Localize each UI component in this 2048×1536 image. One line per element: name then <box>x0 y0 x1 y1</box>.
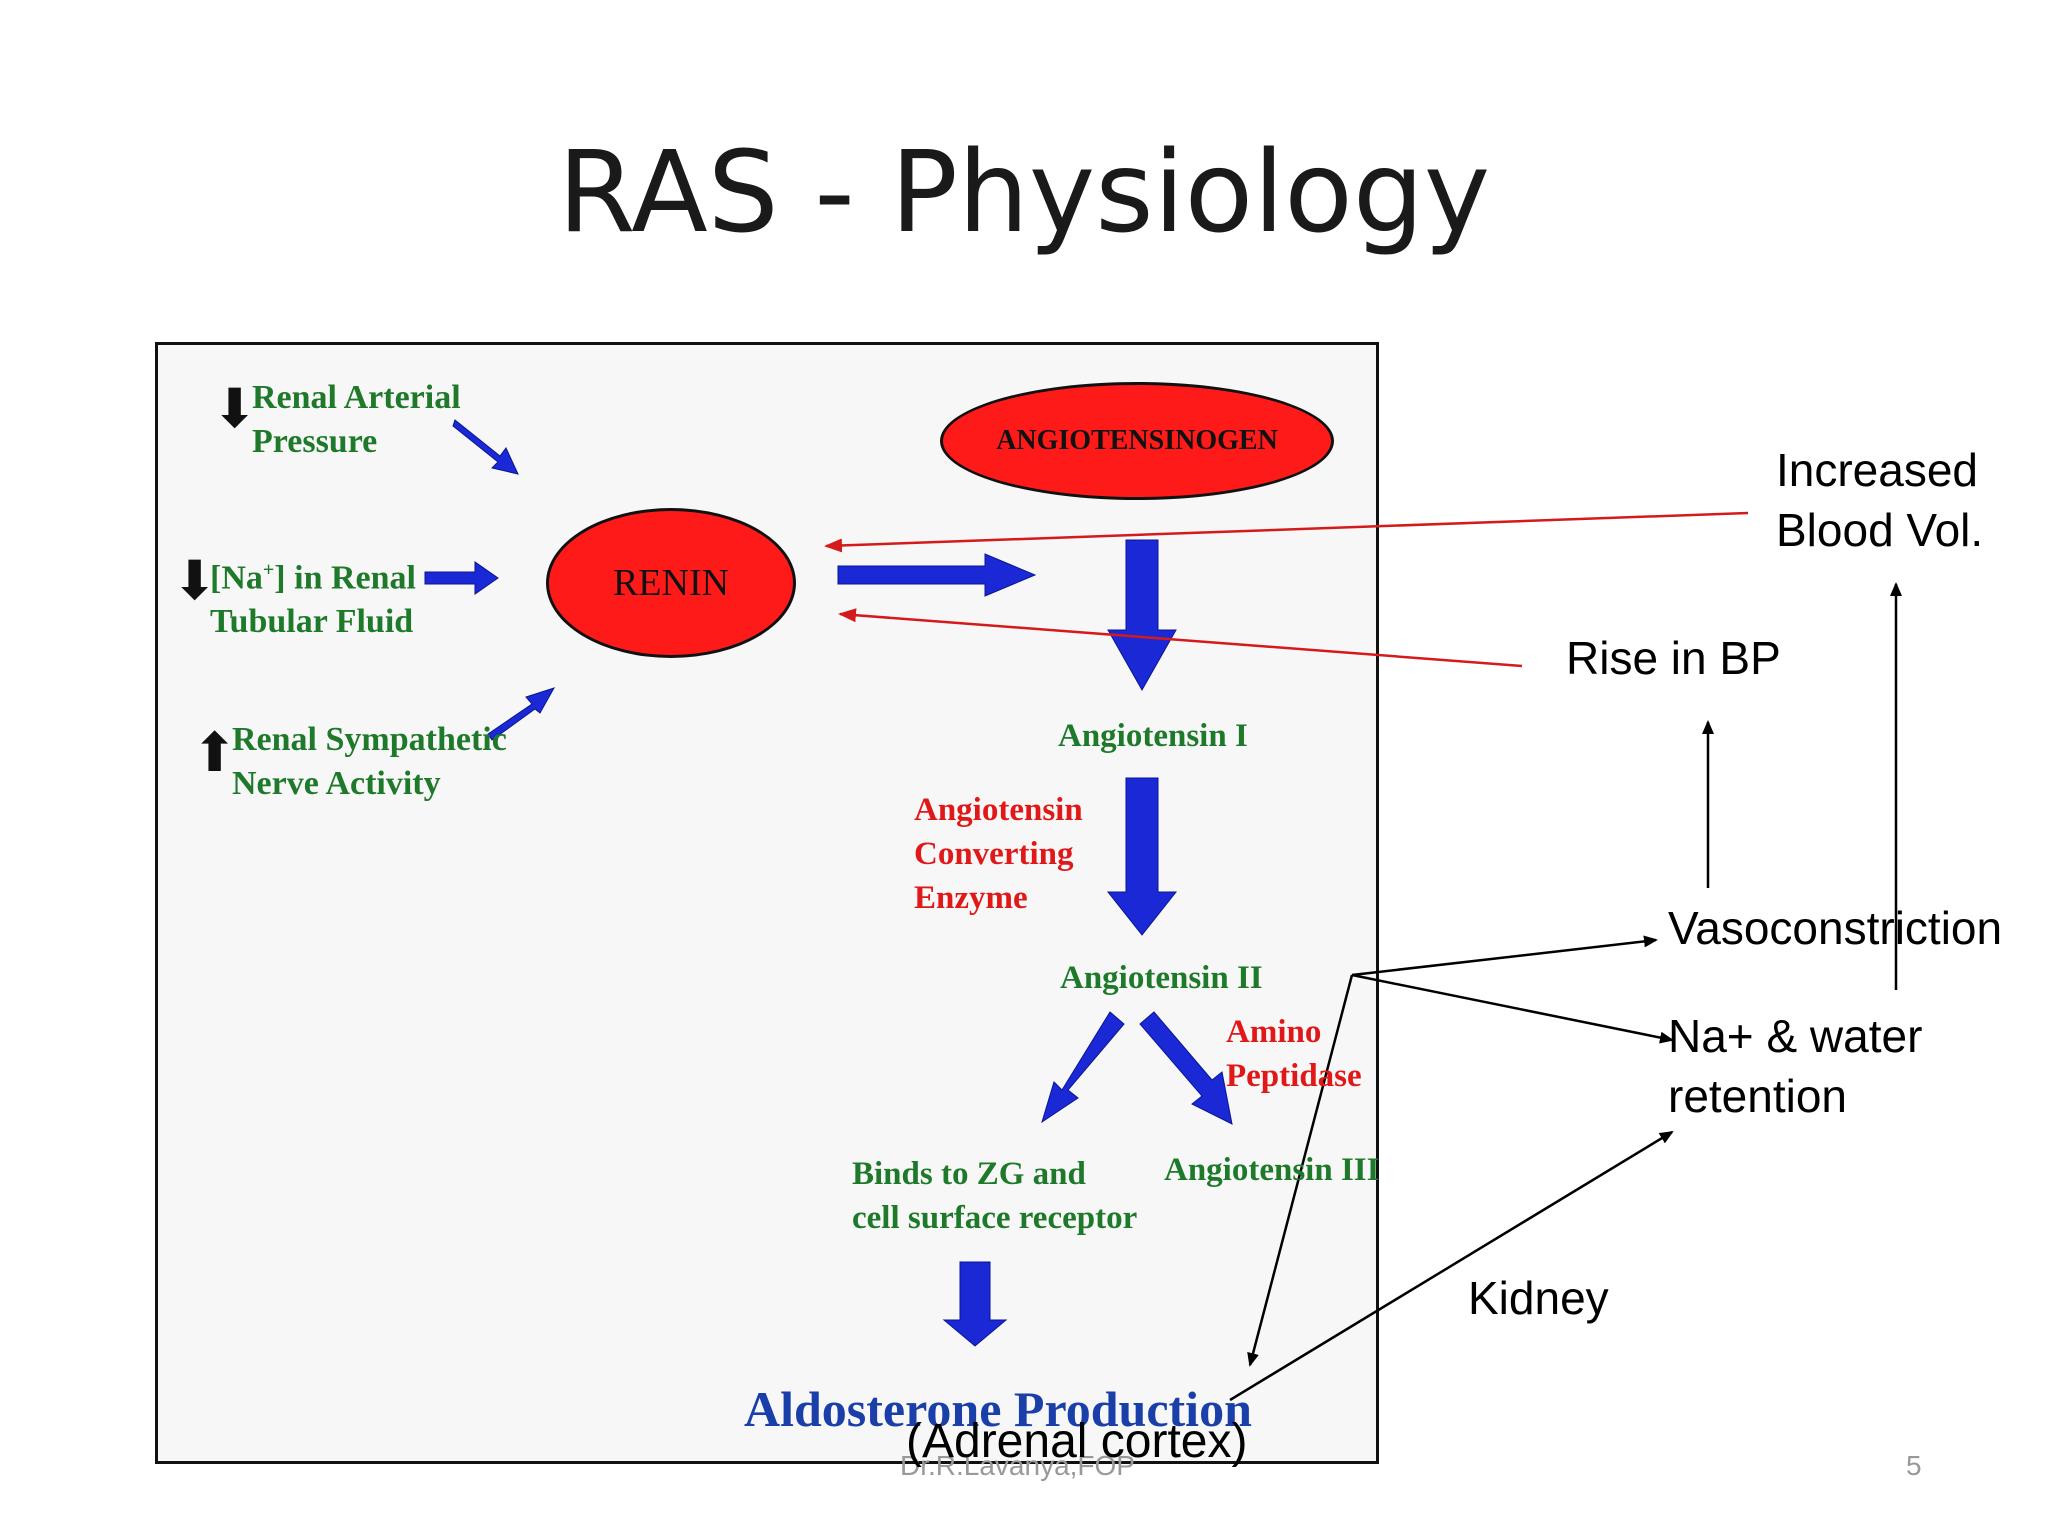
blood-vol-line2: Blood Vol. <box>1776 504 1984 556</box>
down-arrow-icon: ⬇ <box>212 379 258 439</box>
kidney-label: Kidney <box>1468 1272 1609 1324</box>
arrow-ang2-to-binds <box>1041 1011 1125 1124</box>
angiotensinogen-node: ANGIOTENSINOGEN <box>940 382 1334 500</box>
arrow-renin-to-right <box>837 553 1037 597</box>
input-3-line1: Renal Sympathetic <box>232 721 507 758</box>
ras-diagram-panel <box>155 342 1379 1464</box>
binds-zg-label: Binds to ZG and cell surface receptor <box>852 1152 1137 1240</box>
arrow-pressure-to-renin <box>452 419 519 475</box>
arrow-kidney-to-na <box>1229 1130 1674 1402</box>
up-arrow-icon: ⬆ <box>192 723 238 783</box>
arrow-binds-down <box>942 1261 1008 1347</box>
input-1-line2: Pressure <box>252 423 378 460</box>
arrow-angiotensinogen-down <box>1107 539 1177 692</box>
increased-blood-vol-label: Increased Blood Vol. <box>1776 440 1983 560</box>
blood-vol-line1: Increased <box>1776 444 1979 496</box>
arrow-sympathetic-to-renin <box>487 687 556 741</box>
page-number: 5 <box>1906 1450 1922 1481</box>
input-tubular-sodium: [Na+] in Renal Tubular Fluid <box>210 548 416 644</box>
angiotensin-1-label: Angiotensin I <box>1058 718 1248 754</box>
arrow-to-na-retention <box>1351 973 1674 1044</box>
renin-node: RENIN <box>546 508 796 658</box>
arrow-na-to-renin <box>424 561 499 595</box>
down-arrow-icon: ⬇ <box>172 551 218 611</box>
input-2-line2: Tubular Fluid <box>210 603 414 641</box>
arrow-to-aldosterone <box>1247 974 1354 1367</box>
ace-line1: Angiotensin <box>914 792 1083 828</box>
feedback-blood-vol-to-renin <box>824 511 1749 553</box>
na-water-line1: Na+ & water <box>1668 1010 1923 1062</box>
input-3-line2: Nerve Activity <box>232 765 441 802</box>
ace-line3: Enzyme <box>914 880 1028 916</box>
na-water-line2: retention <box>1668 1070 1848 1122</box>
amino-peptidase-label: Amino Peptidase <box>1226 1010 1362 1098</box>
aldosterone-label: Aldosterone Production <box>744 1381 1252 1437</box>
input-1-line1: Renal Arterial <box>252 379 461 416</box>
amino-peptidase-line2: Peptidase <box>1226 1058 1362 1094</box>
vasoconstriction-label: Vasoconstriction <box>1668 902 2003 954</box>
binds-line2: cell surface receptor <box>852 1200 1138 1236</box>
ace-line2: Converting <box>914 836 1074 872</box>
adrenal-cortex-label: (Adrenal cortex) <box>906 1415 1248 1468</box>
arrow-ang1-down <box>1106 777 1178 936</box>
angiotensin-2-label: Angiotensin II <box>1060 960 1263 996</box>
footer-author: Dr.R.Lavanya,FOP <box>900 1450 1135 1481</box>
binds-line1: Binds to ZG and <box>852 1156 1086 1192</box>
arrow-ang2-to-ang3 <box>1139 1011 1233 1125</box>
input-renal-sympathetic: Renal Sympathetic Nerve Activity <box>232 718 507 806</box>
na-water-retention-label: Na+ & water retention <box>1668 1006 1922 1126</box>
slide-title: RAS - Physiology <box>557 128 1491 258</box>
input-renal-arterial-pressure: Renal Arterial Pressure <box>252 376 461 464</box>
rise-in-bp-label: Rise in BP <box>1566 632 1781 684</box>
ace-label: Angiotensin Converting Enzyme <box>914 788 1083 920</box>
arrow-to-vasoconstriction <box>1351 935 1658 977</box>
feedback-bp-to-renin <box>838 608 1523 668</box>
angiotensin-3-label: Angiotensin III <box>1164 1152 1380 1188</box>
input-2-line1: [Na+] in Renal <box>210 559 416 597</box>
amino-peptidase-line1: Amino <box>1226 1014 1322 1050</box>
